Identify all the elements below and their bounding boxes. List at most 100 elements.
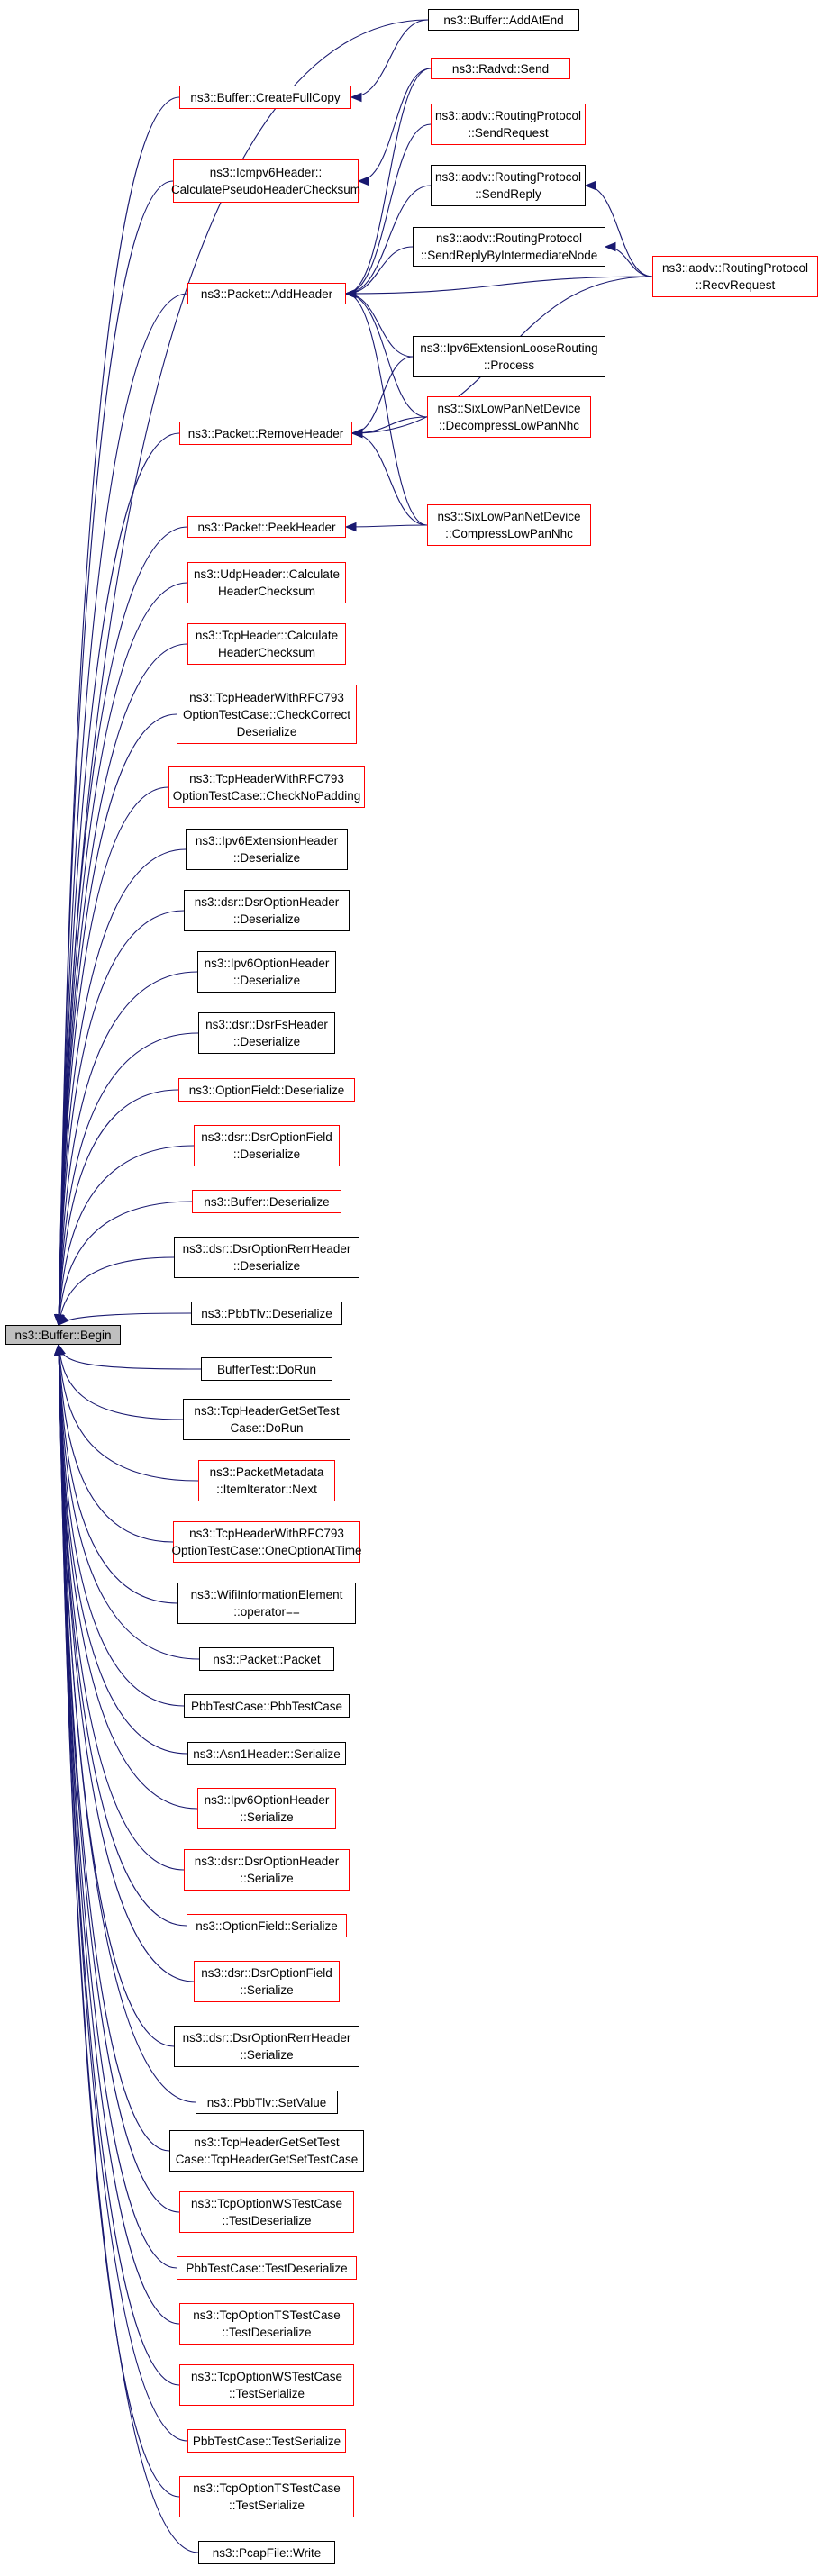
node-rfc-check-correct[interactable]: ns3::TcpHeaderWithRFC793 OptionTestCase:…	[177, 685, 357, 744]
call-edge	[58, 1344, 174, 1543]
node-dsr-opt-header-ser[interactable]: ns3::dsr::DsrOptionHeader ::Serialize	[184, 1849, 350, 1891]
node-ipv6-opt-header-deser[interactable]: ns3::Ipv6OptionHeader ::Deserialize	[197, 951, 336, 993]
node-pbb-tlv-set-value[interactable]: ns3::PbbTlv::SetValue	[196, 2091, 338, 2114]
call-edge	[58, 180, 174, 1326]
call-edge	[345, 293, 428, 526]
node-aodv-send-reply[interactable]: ns3::aodv::RoutingProtocol ::SendReply	[431, 165, 586, 206]
call-edge	[58, 1344, 199, 2553]
call-edge	[345, 293, 414, 358]
node-packet-packet[interactable]: ns3::Packet::Packet	[199, 1647, 334, 1671]
node-dsr-rerr-deser[interactable]: ns3::dsr::DsrOptionRerrHeader ::Deserial…	[174, 1237, 359, 1278]
edge-arrowhead	[54, 1343, 64, 1356]
call-edge	[58, 1032, 199, 1326]
call-edge	[58, 96, 180, 1326]
node-aodv-send-request[interactable]: ns3::aodv::RoutingProtocol ::SendRequest	[431, 104, 586, 145]
node-add-at-end[interactable]: ns3::Buffer::AddAtEnd	[428, 9, 579, 31]
call-edge	[58, 910, 185, 1326]
node-asn1-ser[interactable]: ns3::Asn1Header::Serialize	[187, 1742, 346, 1765]
node-tcp-opt-tstest-ser[interactable]: ns3::TcpOptionTSTestCase ::TestSerialize	[179, 2476, 354, 2517]
node-udp-calc[interactable]: ns3::UdpHeader::Calculate HeaderChecksum	[187, 562, 346, 603]
call-edge	[58, 526, 188, 1326]
node-rfc-check-no-padding[interactable]: ns3::TcpHeaderWithRFC793 OptionTestCase:…	[168, 766, 365, 808]
edge-arrowhead	[350, 428, 363, 439]
call-edge	[58, 1344, 177, 2269]
edge-arrowhead	[584, 180, 596, 191]
node-buffer-test-do-run[interactable]: BufferTest::DoRun	[201, 1357, 332, 1381]
node-ipv6-opt-header-ser[interactable]: ns3::Ipv6OptionHeader ::Serialize	[197, 1788, 336, 1829]
node-opt-field-ser[interactable]: ns3::OptionField::Serialize	[187, 1914, 347, 1937]
node-dsr-rerr-ser[interactable]: ns3::dsr::DsrOptionRerrHeader ::Serializ…	[174, 2026, 359, 2067]
call-edge	[58, 293, 188, 1326]
node-pbb-test-case[interactable]: PbbTestCase::PbbTestCase	[184, 1694, 350, 1718]
call-edge	[58, 1344, 202, 1370]
node-aodv-send-reply-inter[interactable]: ns3::aodv::RoutingProtocol ::SendReplyBy…	[413, 227, 605, 267]
node-tcp-opt-wstest-deser[interactable]: ns3::TcpOptionWSTestCase ::TestDeseriali…	[179, 2191, 354, 2233]
call-edge	[58, 1344, 180, 2498]
node-wifi-info-eq[interactable]: ns3::WifiInformationElement ::operator==	[177, 1583, 356, 1624]
node-rfc-one-option[interactable]: ns3::TcpHeaderWithRFC793 OptionTestCase:…	[171, 1521, 362, 1563]
call-edge	[58, 1344, 180, 2213]
call-edge	[351, 416, 428, 434]
call-edge	[351, 356, 414, 434]
edge-arrowhead	[344, 522, 357, 532]
node-tcp-get-set-ctor[interactable]: ns3::TcpHeaderGetSetTest Case::TcpHeader…	[169, 2130, 364, 2172]
edge-arrowhead	[357, 176, 369, 186]
node-packet-add-header[interactable]: ns3::Packet::AddHeader	[187, 283, 346, 304]
root-node: ns3::Buffer::Begin	[5, 1325, 121, 1345]
call-edge	[350, 19, 429, 98]
node-ipv6-loose-process[interactable]: ns3::Ipv6ExtensionLooseRouting ::Process	[413, 336, 605, 377]
node-tcp-get-set-do-run[interactable]: ns3::TcpHeaderGetSetTest Case::DoRun	[183, 1399, 350, 1440]
node-tcp-opt-wstest-ser[interactable]: ns3::TcpOptionWSTestCase ::TestSerialize	[179, 2364, 354, 2406]
node-dsr-opt-field-ser[interactable]: ns3::dsr::DsrOptionField ::Serialize	[194, 1961, 340, 2002]
call-edge	[345, 68, 432, 295]
node-pbb-tlv-deser[interactable]: ns3::PbbTlv::Deserialize	[191, 1302, 342, 1325]
node-buffer-deser[interactable]: ns3::Buffer::Deserialize	[192, 1190, 341, 1213]
call-edge	[58, 1256, 175, 1326]
call-edge	[58, 1344, 178, 1604]
node-packet-peek-header[interactable]: ns3::Packet::PeekHeader	[187, 516, 346, 538]
call-edge	[58, 1089, 179, 1326]
edge-arrowhead	[344, 288, 357, 299]
call-edge	[58, 1344, 196, 2103]
edge-arrowhead	[604, 241, 616, 252]
call-edge	[58, 1344, 180, 2325]
node-packet-remove-header[interactable]: ns3::Packet::RemoveHeader	[179, 422, 352, 445]
node-pbb-test-ser[interactable]: PbbTestCase::TestSerialize	[187, 2429, 346, 2453]
call-edge	[58, 1201, 193, 1326]
call-edge	[58, 713, 177, 1326]
node-dsr-fs-header-deser[interactable]: ns3::dsr::DsrFsHeader ::Deserialize	[198, 1012, 335, 1054]
node-tcp-calc[interactable]: ns3::TcpHeader::Calculate HeaderChecksum	[187, 623, 346, 665]
node-six-compress[interactable]: ns3::SixLowPanNetDevice ::CompressLowPan…	[427, 504, 591, 546]
call-edge	[345, 185, 432, 295]
call-edge	[345, 123, 432, 295]
node-dsr-opt-header-deser[interactable]: ns3::dsr::DsrOptionHeader ::Deserialize	[184, 890, 350, 931]
node-aodv-recv-request[interactable]: ns3::aodv::RoutingProtocol ::RecvRequest	[652, 256, 818, 297]
node-opt-field-deser[interactable]: ns3::OptionField::Deserialize	[178, 1078, 355, 1102]
call-edge	[345, 276, 653, 295]
call-edge	[58, 1344, 175, 2047]
call-edge	[58, 1312, 192, 1326]
node-icmpv6-calc[interactable]: ns3::Icmpv6Header:: CalculatePseudoHeade…	[171, 159, 360, 203]
call-edge	[58, 971, 198, 1326]
call-edge	[605, 246, 653, 277]
node-radvd-send[interactable]: ns3::Radvd::Send	[431, 58, 570, 79]
call-edge	[351, 432, 428, 526]
call-edge	[358, 68, 432, 182]
call-edge	[58, 1344, 188, 1755]
node-pbb-test-deser[interactable]: PbbTestCase::TestDeserialize	[177, 2256, 357, 2280]
node-create-full-copy[interactable]: ns3::Buffer::CreateFullCopy	[179, 86, 351, 109]
call-edge	[58, 1344, 199, 1482]
edge-arrowhead	[58, 1314, 69, 1326]
node-tcp-opt-tstest-deser[interactable]: ns3::TcpOptionTSTestCase ::TestDeseriali…	[179, 2303, 354, 2345]
node-dsr-opt-field-deser[interactable]: ns3::dsr::DsrOptionField ::Deserialize	[194, 1125, 340, 1166]
node-ipv6-ext-deser[interactable]: ns3::Ipv6ExtensionHeader ::Deserialize	[186, 829, 348, 870]
edge-arrowhead	[350, 92, 362, 103]
call-edge	[345, 524, 428, 528]
call-edge	[58, 1344, 184, 1420]
node-six-decompress[interactable]: ns3::SixLowPanNetDevice ::DecompressLowP…	[427, 396, 591, 438]
call-edge	[58, 1145, 195, 1326]
node-pkt-meta-next[interactable]: ns3::PacketMetadata ::ItemIterator::Next	[198, 1460, 335, 1501]
node-pcap-write[interactable]: ns3::PcapFile::Write	[198, 2541, 335, 2564]
